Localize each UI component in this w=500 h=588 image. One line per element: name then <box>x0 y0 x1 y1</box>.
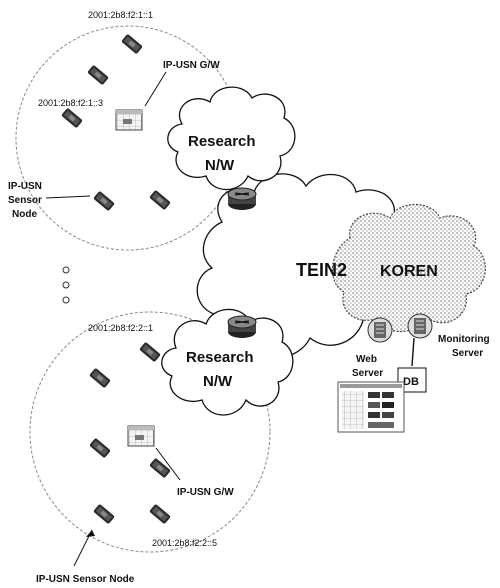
web-server-label-2: Server <box>352 368 383 379</box>
top-sensor-label-1: IP-USN <box>8 181 42 192</box>
ellipsis-dot <box>62 266 70 274</box>
bottom-gw-pointer <box>155 447 181 481</box>
bottom-sensor-label: IP-USN Sensor Node <box>36 574 135 585</box>
sensor-node-icon <box>139 341 161 363</box>
sensor-node-icon <box>149 457 171 479</box>
sensor-node-icon <box>149 189 171 211</box>
sensor-node-icon <box>93 190 115 212</box>
gateway-icon <box>115 109 143 131</box>
sensor-node-icon <box>89 367 111 389</box>
research-top-label-1: Research <box>188 133 256 150</box>
sensor-node-icon <box>93 503 115 525</box>
sensor-node-icon <box>149 503 171 525</box>
bottom-addr-label: 2001:2b8:f2:2::1 <box>88 323 153 333</box>
server-icon <box>407 313 433 339</box>
research-bottom-label-1: Research <box>186 349 254 366</box>
web-server-label-1: Web <box>356 354 377 365</box>
router-icon <box>227 187 257 211</box>
server-icon <box>367 317 393 343</box>
monitoring-label-1: Monitoring <box>438 334 490 345</box>
sensor-node-icon <box>121 33 143 55</box>
bottom-node-addr-label: 2001:2b8:f2:2::5 <box>152 538 217 548</box>
monitor-screen-icon <box>337 381 405 433</box>
research-cloud-bottom <box>161 308 294 416</box>
sensor-node-icon <box>89 437 111 459</box>
tein2-label: TEIN2 <box>296 260 347 280</box>
sensor-node-icon <box>87 64 109 86</box>
ellipsis-dot <box>62 281 70 289</box>
top-gw-pointer <box>144 71 167 107</box>
bottom-sensor-field <box>29 311 271 553</box>
db-link <box>411 337 415 367</box>
db-label: DB <box>403 376 419 388</box>
research-bottom-label-2: N/W <box>203 373 233 390</box>
gateway-icon <box>127 425 155 447</box>
koren-cloud <box>331 204 486 332</box>
router-icon <box>227 315 257 339</box>
top-node-addr-label: 2001:2b8:f2:1::3 <box>38 98 103 108</box>
top-sensor-label-2: Sensor <box>8 195 42 206</box>
ellipsis-dot <box>62 296 70 304</box>
sensor-node-icon <box>61 107 83 129</box>
research-cloud-top <box>167 86 296 190</box>
top-sensor-pointer <box>45 195 91 199</box>
koren-label: KOREN <box>380 263 438 280</box>
top-sensor-label-3: Node <box>12 209 37 220</box>
research-top-label-2: N/W <box>205 157 235 174</box>
top-gw-label: IP-USN G/W <box>163 60 220 71</box>
monitoring-label-2: Server <box>452 348 483 359</box>
top-addr-label: 2001:2b8:f2:1::1 <box>88 10 153 20</box>
bottom-gw-label: IP-USN G/W <box>177 487 234 498</box>
